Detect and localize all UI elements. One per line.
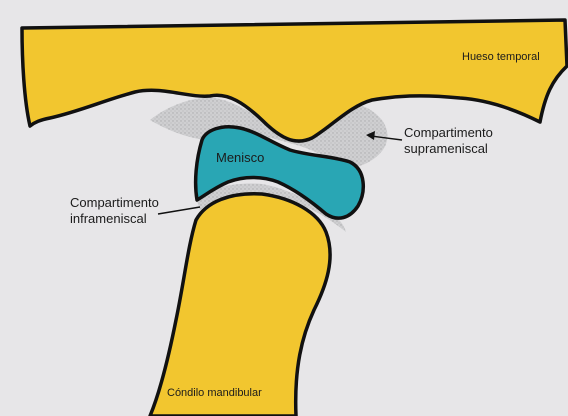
condyle-shape: [150, 194, 330, 416]
temporal-bone-label: Hueso temporal: [462, 51, 540, 63]
inferior-compartment-label-line1: Compartimento: [70, 195, 159, 210]
inferior-compartment-label-line2: inframeniscal: [70, 211, 147, 226]
condyle-label: Cóndilo mandibular: [167, 387, 262, 399]
superior-compartment-label-line2: suprameniscal: [404, 141, 488, 156]
inferior-compartment-pointer: [158, 207, 200, 214]
superior-compartment-label-line1: Compartimento: [404, 125, 493, 140]
temporal-bone-shape: [22, 20, 567, 141]
meniscus-label: Menisco: [216, 150, 264, 165]
